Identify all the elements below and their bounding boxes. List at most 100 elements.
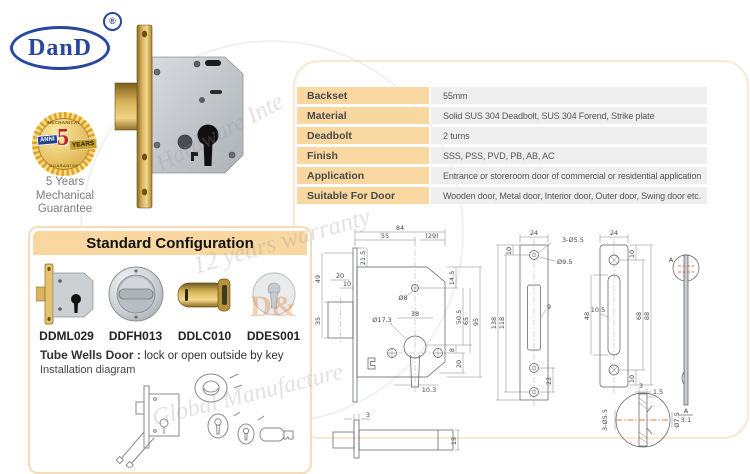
strike-plate-drawing: 24 10 68 88 10 48 10.5 <box>583 229 653 393</box>
product-code: DDML029 <box>39 329 94 343</box>
spec-value: Entrance or storeroom door of commercial… <box>431 167 707 184</box>
dim-label: 49 <box>314 275 322 283</box>
product-photo-mortise-lock <box>114 24 244 209</box>
spec-label: Application <box>297 167 429 184</box>
brand-logo-text: DanD <box>27 34 92 61</box>
product-thumb-escutcheon <box>239 259 308 329</box>
dim-label: 24 <box>530 229 538 237</box>
dim-label: 3-Ø5.5 <box>601 409 609 431</box>
spec-label: Suitable For Door <box>297 187 429 204</box>
spec-label: Finish <box>297 147 429 164</box>
detail-scale: 3:1 <box>681 416 691 424</box>
caption-line: 5 Years <box>45 176 85 188</box>
dim-label: Ø9.5 <box>557 258 572 266</box>
lock-front-drawing: 84 55 (29) 21.5 49 35 20 10 Ø8 38 Ø17.3 … <box>314 224 482 403</box>
technical-drawings: 84 55 (29) 21.5 49 35 20 10 Ø8 38 Ø17.3 … <box>314 224 700 459</box>
bolt-side-drawing: 3 15 <box>332 411 460 459</box>
spec-table: Backset 55mm Material Solid SUS 304 Dead… <box>297 87 707 204</box>
dim-label: 88 <box>643 312 651 320</box>
dim-label: 10 <box>628 375 636 383</box>
dim-label: 24 <box>610 229 618 237</box>
product-codes-row: DDML029 DDFH013 DDLC010 DDES001 <box>32 329 308 343</box>
registered-symbol: ® <box>109 16 116 26</box>
config-note: Tube Wells Door : lock or open outside b… <box>40 348 283 362</box>
dim-label: 3 <box>366 411 370 419</box>
dim-label: 3-Ø5.5 <box>562 236 584 244</box>
dim-label: 84 <box>396 224 404 232</box>
side-profile-drawing: A A 3:1 <box>669 254 700 424</box>
spec-label: Material <box>297 107 429 124</box>
table-row: Material Solid SUS 304 Deadbolt, SUS 304… <box>297 107 707 124</box>
detail-a-drawing: 3 1.5 3-Ø5.5 Ø7.5 <box>601 382 681 448</box>
dim-label: 65 <box>462 317 470 325</box>
dim-label: Ø7.5 <box>673 412 681 427</box>
dim-label: 10.3 <box>422 386 436 394</box>
badge-top-text: MECHANICAL <box>47 120 81 125</box>
dim-label: 10 <box>505 247 513 255</box>
deadbolt <box>114 82 139 131</box>
dim-label: 10.5 <box>591 306 605 314</box>
spec-value: 55mm <box>431 87 707 104</box>
detail-label: A <box>684 407 689 415</box>
dim-label: 138 <box>490 317 498 329</box>
spec-label: Deadbolt <box>297 127 429 144</box>
product-code: DDES001 <box>246 329 301 343</box>
dim-label: 55 <box>381 232 389 240</box>
euro-cylinder-hole <box>197 124 219 166</box>
caption-line: Mechanical <box>35 189 95 202</box>
panel-title: Standard Configuration <box>33 231 307 255</box>
dim-label: 15 <box>450 437 458 445</box>
dim-label: 38 <box>411 310 419 318</box>
config-note-text: lock or open outside by key <box>140 350 284 362</box>
dim-label: 1.5 <box>653 388 663 396</box>
table-row: Backset 55mm <box>297 87 707 104</box>
standard-configuration-panel: Standard Configuration <box>28 226 312 474</box>
guarantee-badge: MECHANICAL ANNI 5 YEARS GUARANTEE <box>32 112 98 176</box>
dim-label: 95 <box>472 318 480 326</box>
badge-bottom-text: GUARANTEE <box>49 163 79 168</box>
installation-diagram <box>116 373 294 468</box>
brand-logo: DanD <box>10 26 110 70</box>
spec-label: Backset <box>297 87 429 104</box>
product-thumb-flush-pull <box>101 259 170 329</box>
detail-callout-label: A <box>669 256 674 264</box>
spec-value: Wooden door, Metal door, Interior door, … <box>431 187 707 204</box>
caption-line: Guarantee <box>37 203 93 215</box>
dim-label: 20 <box>455 360 463 368</box>
config-note-bold: Tube Wells Door : <box>40 348 141 362</box>
dim-label: 14.5 <box>448 271 456 285</box>
product-thumb-lock-body <box>32 259 101 329</box>
spec-value: SSS, PSS, PVD, PB, AB, AC <box>431 147 707 164</box>
faceplate <box>136 24 153 209</box>
product-code: DDFH013 <box>108 329 163 343</box>
dim-label: 3 <box>639 382 643 390</box>
dim-label: 118 <box>498 317 506 329</box>
config-note-line2: Installation diagram <box>40 364 136 376</box>
dim-label: 68 <box>635 312 643 320</box>
dim-label: 22 <box>545 377 553 385</box>
product-thumb-half-cylinder <box>170 259 239 329</box>
dim-label: Ø8 <box>398 294 407 302</box>
dim-label: (29) <box>425 232 438 240</box>
dim-label: 10 <box>343 280 351 288</box>
dim-label: 21.5 <box>359 251 367 265</box>
spec-value: Solid SUS 304 Deadbolt, SUS 304 Forend, … <box>431 107 707 124</box>
dim-label: 9 <box>547 303 551 311</box>
guarantee-caption: 5 Years Mechanical Guarantee <box>15 176 115 217</box>
product-code: DDLC010 <box>177 329 232 343</box>
badge-number: 5 <box>57 125 69 151</box>
dim-label: 48 <box>583 312 591 320</box>
dim-label: Ø17.3 <box>372 316 392 324</box>
lock-case <box>151 56 244 174</box>
dim-label: 10 <box>628 250 636 258</box>
product-items-row <box>32 259 308 329</box>
dim-label: 20 <box>336 272 344 280</box>
table-row: Application Entrance or storeroom door o… <box>297 167 707 184</box>
registered-trademark-icon: ® <box>103 12 122 31</box>
dim-label: 8 <box>448 348 456 352</box>
table-row: Suitable For Door Wooden door, Metal doo… <box>297 187 707 204</box>
table-row: Deadbolt 2 turns <box>297 127 707 144</box>
dim-label: 50.5 <box>455 310 463 324</box>
spec-value: 2 turns <box>431 127 707 144</box>
